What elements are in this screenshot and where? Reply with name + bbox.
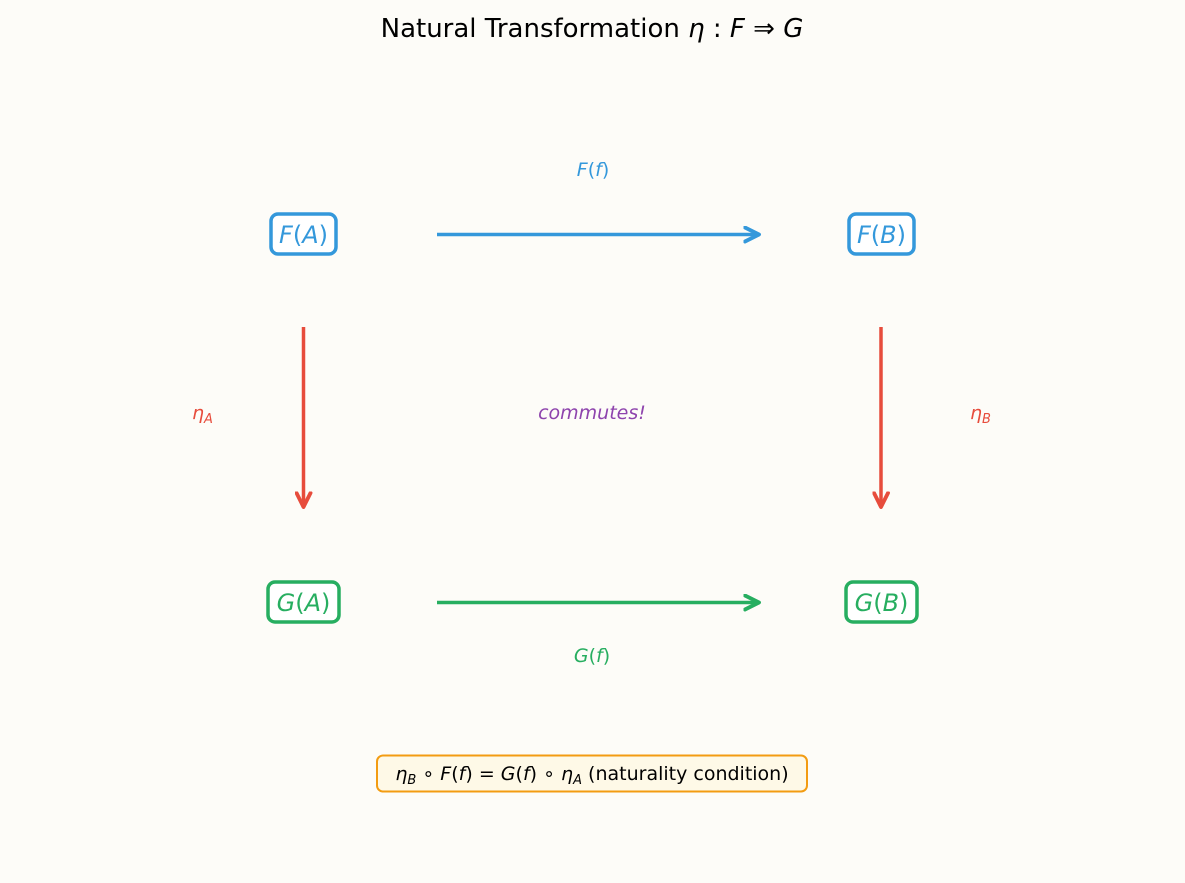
label-etaB: ηB [970,402,991,427]
node-GA: G(A) [266,580,341,624]
node-FA: F(A) [269,212,338,256]
commutes-note: commutes! [538,402,646,424]
node-GB-box [844,580,919,624]
label-Gf: G(f) [574,645,610,667]
formula-box [376,754,808,793]
label-etaA: ηA [192,402,213,427]
node-FA-label: F(A) [279,221,328,249]
formula-text: ηB ∘ F(f) = G(f) ∘ ηA (naturality condit… [395,763,788,788]
diagram-title: Natural Transformation η : F ⇒ G [381,14,804,44]
node-FB-label: F(B) [857,221,906,249]
node-GA-box [266,580,341,624]
node-GA-label: G(A) [277,589,331,617]
node-FB-box [847,212,916,256]
node-FA-box [269,212,338,256]
naturality-formula: ηB ∘ F(f) = G(f) ∘ ηA (naturality condit… [376,754,808,793]
node-FB: F(B) [847,212,916,256]
node-GB-label: G(B) [855,589,909,617]
label-Ff: F(f) [577,159,609,181]
node-GB: G(B) [844,580,919,624]
